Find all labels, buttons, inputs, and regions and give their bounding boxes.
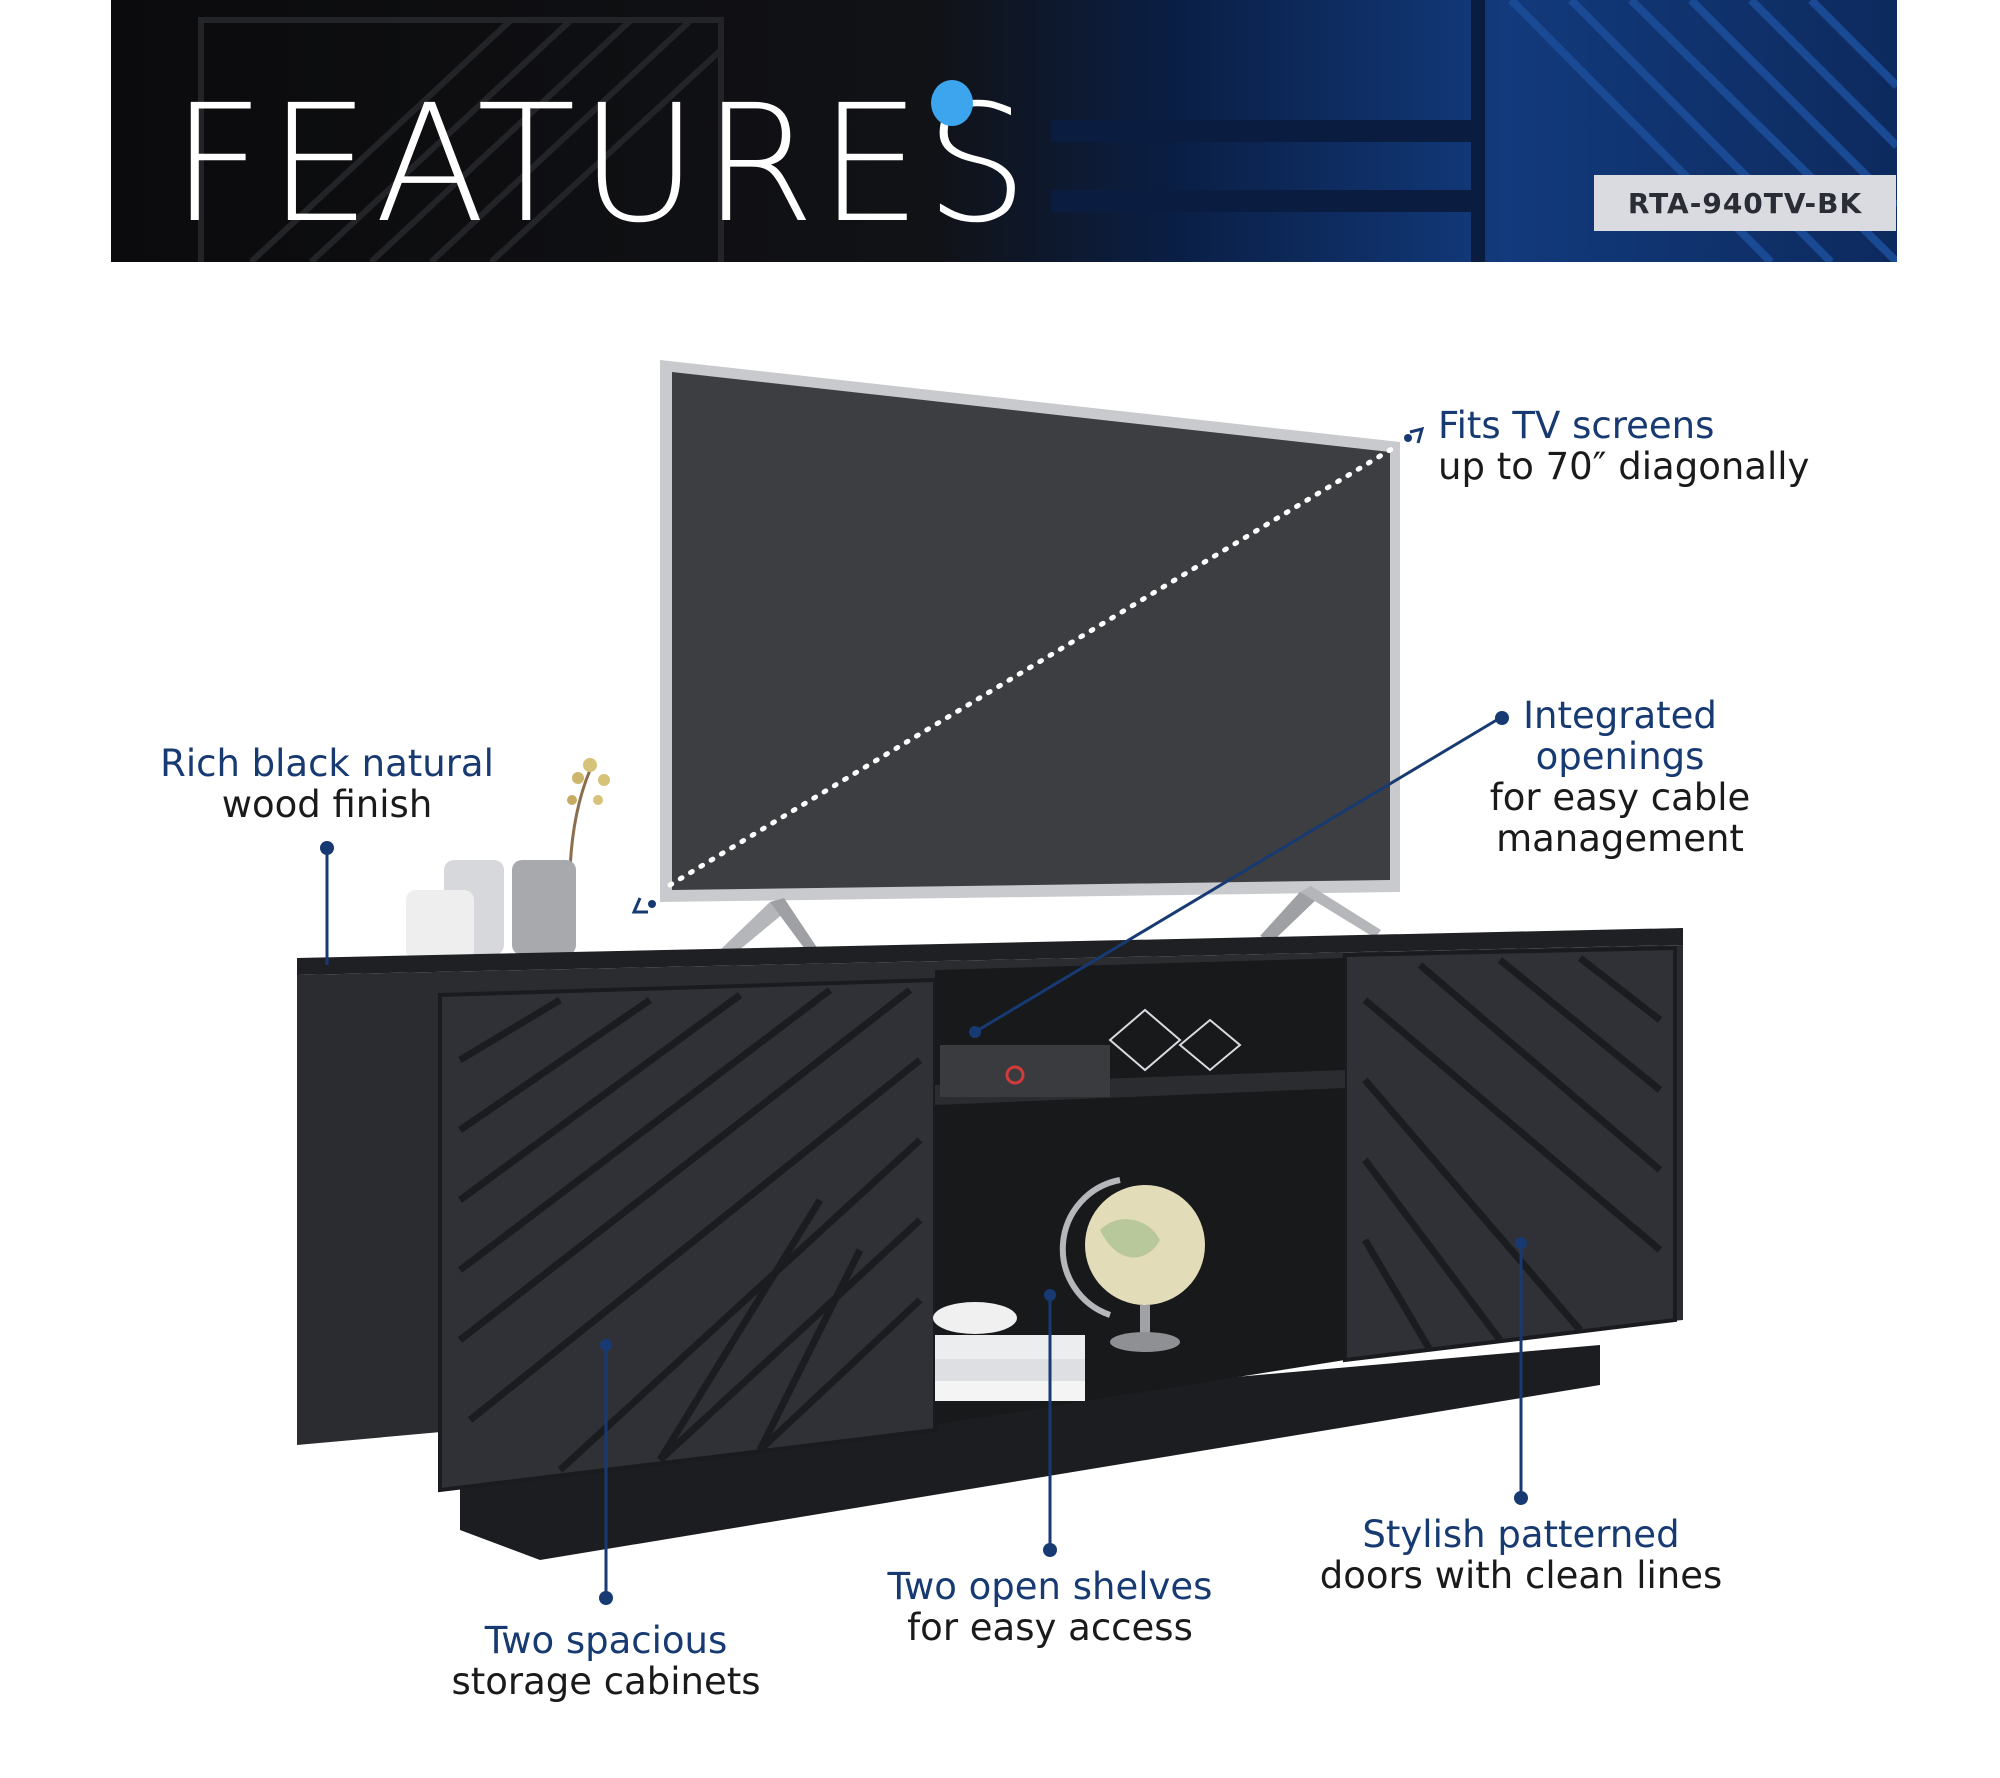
sku-badge: RTA-940TV-BK: [1594, 175, 1896, 231]
tv-stand-illustration: [297, 928, 1683, 1560]
callout-doors-subline: doors with clean lines: [1319, 1554, 1723, 1597]
callout-cabinets: Two spacious storage cabinets: [426, 1620, 786, 1702]
callout-leaders: [320, 711, 1528, 1605]
callout-doors-headline: Stylish patterned: [1362, 1513, 1680, 1556]
callout-doors: Stylish patterned doors with clean lines: [1311, 1514, 1731, 1596]
callout-finish: Rich black natural wood finish: [140, 743, 514, 825]
callout-shelves: Two open shelves for easy access: [870, 1566, 1230, 1648]
accent-dot-icon: [931, 80, 973, 126]
callout-tv-size: Fits TV screens up to 70″ diagonally: [1438, 405, 1809, 487]
decor-vases: [406, 758, 610, 963]
callout-tv-subline: up to 70″ diagonally: [1438, 445, 1810, 488]
tv-illustration: [631, 360, 1425, 956]
callout-cabinets-subline: storage cabinets: [451, 1660, 761, 1703]
banner-title: FEATURES: [171, 71, 1033, 259]
callout-finish-headline: Rich black natural: [160, 742, 494, 785]
callout-cabinets-headline: Two spacious: [484, 1619, 728, 1662]
banner-background-art: [198, 0, 1897, 262]
callout-shelves-subline: for easy access: [907, 1606, 1193, 1649]
callout-shelves-headline: Two open shelves: [887, 1565, 1213, 1608]
callout-finish-subline: wood finish: [221, 783, 433, 826]
callout-openings-subline-1: for easy cable: [1489, 776, 1751, 819]
callout-tv-headline: Fits TV screens: [1438, 404, 1715, 447]
callout-cable-openings: Integrated openings for easy cable manag…: [1480, 695, 1760, 859]
callout-openings-headline-2: openings: [1535, 735, 1705, 778]
callout-openings-subline-2: management: [1496, 817, 1744, 860]
features-banner: FEATURES RTA-940TV-BK: [111, 0, 1897, 262]
callout-openings-headline-1: Integrated: [1523, 694, 1717, 737]
